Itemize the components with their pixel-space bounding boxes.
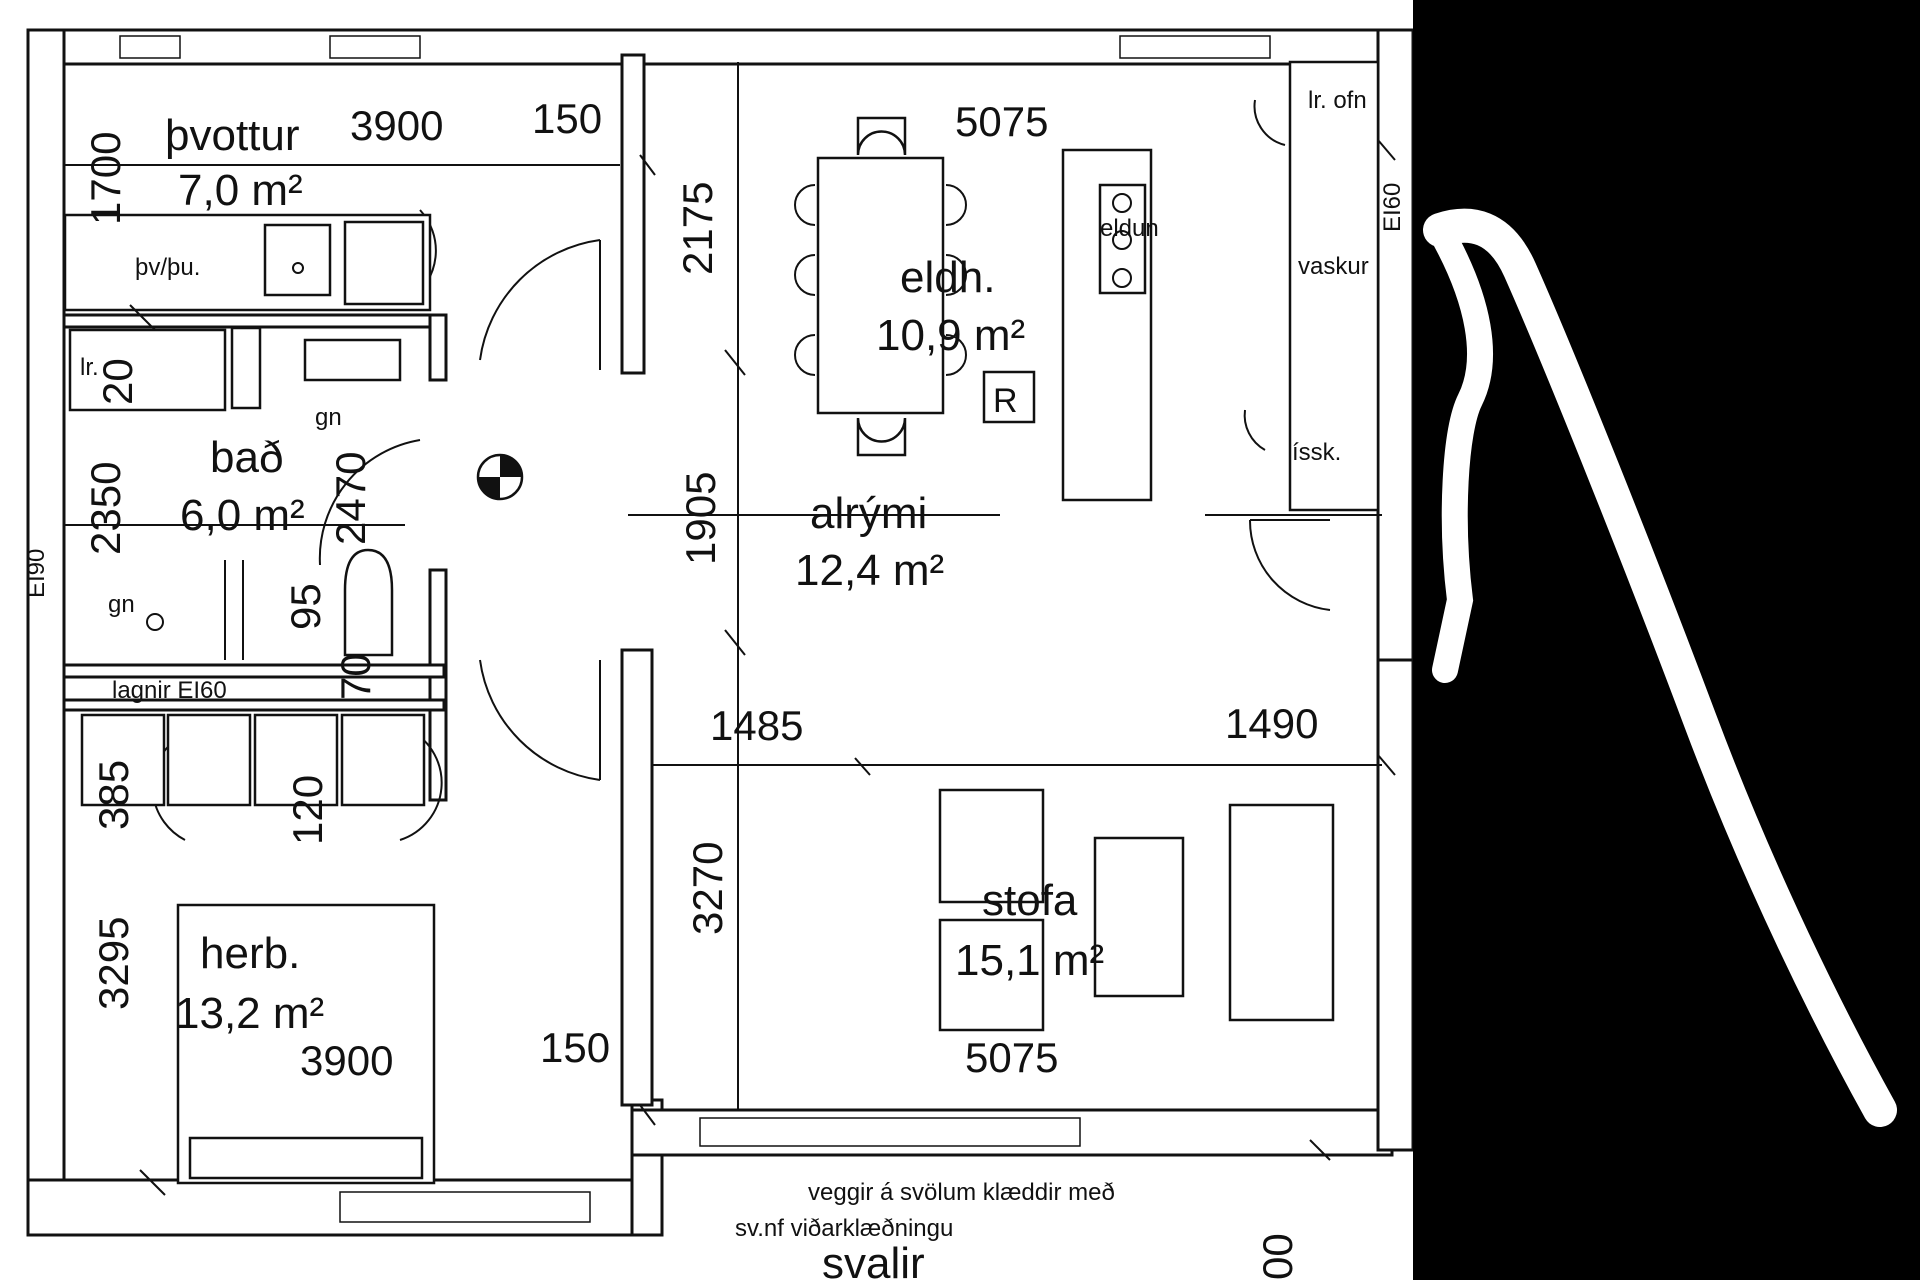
- room-name-laundry: þvottur: [165, 111, 300, 160]
- dim-toilet-gap: 95: [282, 583, 329, 630]
- dimension-lines: [129, 139, 1396, 1196]
- room-area-bath: 6,0 m²: [180, 491, 305, 540]
- dim-balcony-partial: 00: [1254, 1233, 1301, 1280]
- dim-bath-width: 2470: [327, 452, 374, 545]
- label-balcony-note-1: veggir á svölum klæddir með: [808, 1179, 1115, 1206]
- hand-drawn-stroke: [1423, 208, 1897, 1127]
- dim-closet-gap: 70: [332, 653, 379, 700]
- dim-living-depth: 3270: [684, 842, 731, 935]
- label-pipes: lagnir EI60: [112, 677, 227, 704]
- label-fridge-mark: R: [993, 382, 1018, 420]
- dim-partition-top: 150: [532, 95, 602, 142]
- dim-bedroom-width: 3900: [300, 1037, 393, 1084]
- label-fridge: íssk.: [1292, 439, 1341, 466]
- label-stove: eldun: [1100, 215, 1159, 242]
- room-name-balcony: svalir: [822, 1239, 925, 1280]
- label-linen: lr.: [80, 354, 99, 381]
- room-area-laundry: 7,0 m²: [178, 166, 303, 215]
- label-shaft-top: gn: [315, 404, 342, 431]
- dim-bath-depth: 2350: [82, 462, 129, 555]
- label-laundry-fixture: þv/þu.: [135, 254, 200, 281]
- interior-walls: [62, 53, 1382, 1110]
- dim-hall-span: 1905: [677, 472, 724, 565]
- dim-living-left: 1485: [710, 702, 803, 749]
- room-area-kitchen: 10,9 m²: [876, 311, 1025, 360]
- label-fire-left: EI90: [23, 549, 50, 598]
- label-balcony-note-2: sv.nf viðarklæðningu: [735, 1215, 953, 1242]
- blackout-region: [1413, 0, 1920, 1280]
- room-area-hall: 12,4 m²: [795, 546, 944, 595]
- dim-closet-small: 385: [90, 760, 137, 830]
- dim-laundry-width: 3900: [350, 102, 443, 149]
- room-name-bath: bað: [210, 433, 283, 482]
- dim-living-width: 5075: [965, 1034, 1058, 1081]
- room-name-kitchen: eldh.: [900, 253, 995, 302]
- outer-walls: [26, 28, 1415, 1237]
- dim-kitchen-width: 5075: [955, 98, 1048, 145]
- label-fire-right: EI60: [1379, 183, 1406, 232]
- label-linen-num: 20: [94, 358, 141, 405]
- room-name-bedroom: herb.: [200, 929, 300, 978]
- room-name-living: stofa: [982, 876, 1078, 925]
- dim-living-right: 1490: [1225, 700, 1318, 747]
- dim-bedroom-depth: 3295: [90, 917, 137, 1010]
- dim-laundry-depth: 1700: [82, 132, 129, 225]
- fixtures: [63, 60, 1380, 1185]
- dim-kitchen-depth: 2175: [674, 182, 721, 275]
- room-name-hall: alrými: [810, 489, 927, 538]
- room-area-bedroom: 13,2 m²: [175, 989, 324, 1038]
- label-shaft-bottom: gn: [108, 591, 135, 618]
- room-area-living: 15,1 m²: [955, 936, 1104, 985]
- label-oven: lr. ofn: [1308, 87, 1367, 114]
- label-sink: vaskur: [1298, 253, 1369, 280]
- dim-partition-bottom: 150: [540, 1024, 610, 1071]
- dim-closet-door: 120: [284, 775, 331, 845]
